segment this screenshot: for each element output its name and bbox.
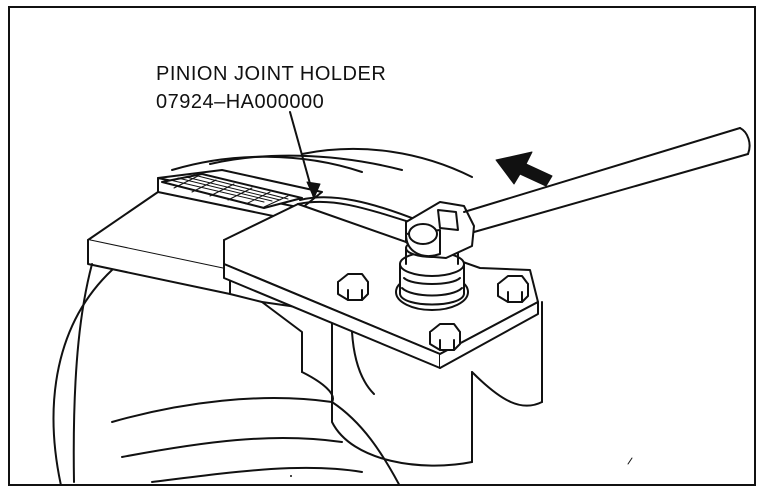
holder-bolts: [338, 274, 528, 350]
technical-illustration: [10, 8, 756, 486]
bolt-left: [338, 274, 368, 300]
rotation-arrow: [496, 152, 552, 186]
speck: [628, 458, 632, 464]
part-callout: PINION JOINT HOLDER 07924–HA000000: [156, 60, 386, 116]
callout-leader: [290, 112, 320, 198]
knurled-jaw-pattern: [170, 175, 288, 207]
speck: [290, 475, 292, 477]
figure-frame: PINION JOINT HOLDER 07924–HA000000: [8, 6, 756, 486]
bolt-front: [430, 324, 460, 350]
bolt-right: [498, 276, 528, 302]
socket-wrench: [406, 128, 750, 258]
part-number-label: 07924–HA000000: [156, 91, 325, 113]
part-name-label: PINION JOINT HOLDER: [156, 63, 387, 85]
pinion-joint-holder: [224, 197, 538, 368]
